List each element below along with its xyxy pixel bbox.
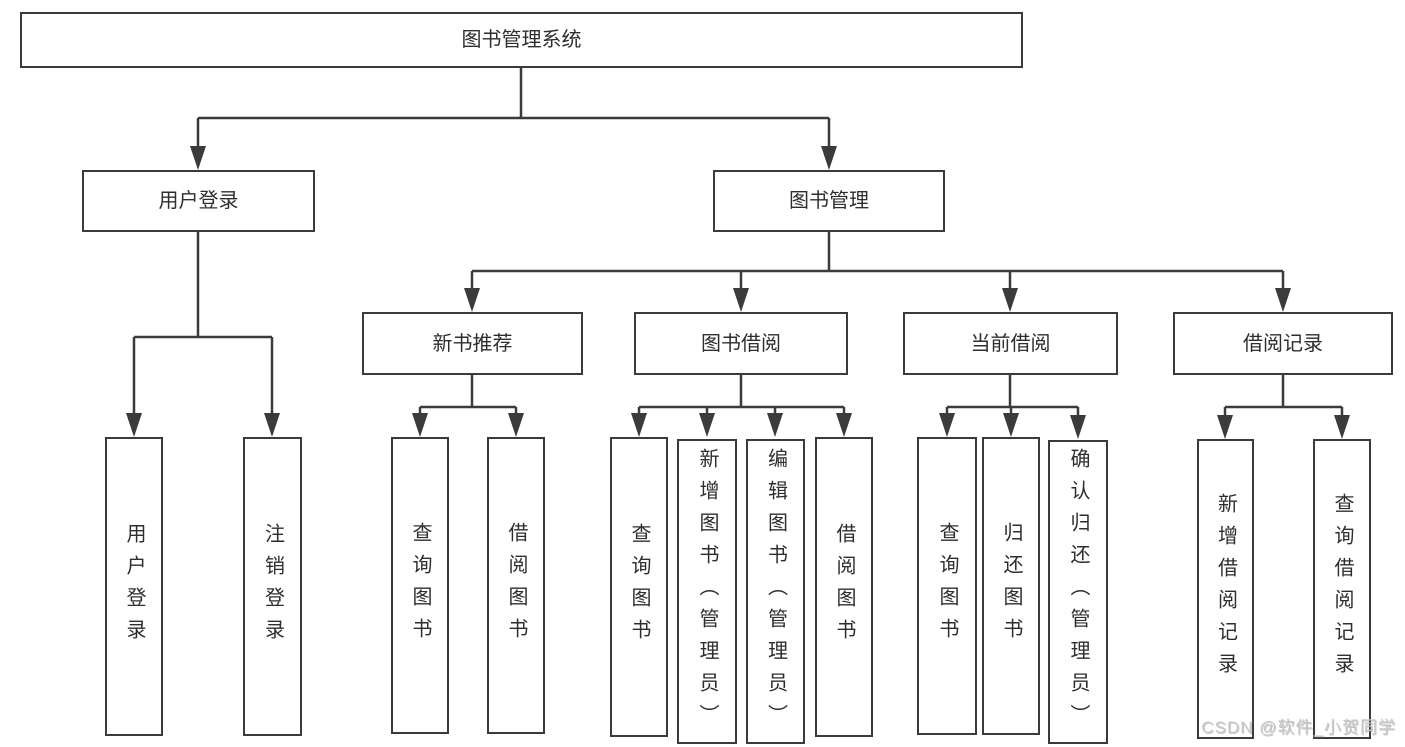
arrowhead-icon [1002, 288, 1018, 312]
leaf-label: 新增借阅记录 [1214, 493, 1237, 685]
arrowhead-icon [1275, 288, 1291, 312]
leaf-label: 新增图书（管理员） [696, 447, 718, 736]
node-book-management: 图书管理 [713, 170, 945, 232]
leaf-query-books-borrow: 查询图书 [610, 437, 668, 737]
connector-line [1223, 375, 1344, 417]
leaf-add-books-admin: 新增图书（管理员） [677, 439, 737, 744]
arrowhead-icon [508, 413, 524, 437]
node-book-borrow: 图书借阅 [634, 312, 848, 375]
arrowhead-icon [126, 413, 142, 437]
arrowhead-icon [1217, 415, 1233, 439]
leaf-label: 编辑图书（管理员） [764, 447, 787, 736]
connector-user-login-to-leaves [126, 232, 280, 437]
arrowhead-icon [190, 146, 206, 170]
arrowhead-icon [1070, 415, 1086, 439]
leaf-confirm-return-admin: 确认归还（管理员） [1048, 440, 1108, 744]
arrowhead-icon [264, 413, 280, 437]
arrowhead-icon [464, 288, 480, 312]
leaf-return-books: 归还图书 [982, 437, 1040, 735]
leaf-label: 确认归还（管理员） [1067, 448, 1089, 736]
leaf-add-borrow-record: 新增借阅记录 [1197, 439, 1254, 739]
connector-line [637, 375, 846, 417]
leaf-label: 查询图书 [628, 523, 650, 651]
arrowhead-icon [412, 413, 428, 437]
node-current-borrow: 当前借阅 [903, 312, 1118, 375]
arrowhead-icon [733, 288, 749, 312]
connector-book-borrow-to-leaves [631, 375, 852, 437]
leaf-label: 借阅图书 [505, 521, 527, 650]
leaf-query-books-recommend: 查询图书 [391, 437, 449, 734]
arrowhead-icon [631, 413, 647, 437]
connector-line [132, 232, 274, 417]
node-user-login: 用户登录 [82, 170, 315, 232]
arrowhead-icon [821, 146, 837, 170]
connector-current-borrow-to-leaves [939, 375, 1086, 439]
connector-line [196, 68, 831, 150]
leaf-borrow-books: 借阅图书 [815, 437, 873, 737]
node-root-system: 图书管理系统 [20, 12, 1023, 68]
leaf-query-books-current: 查询图书 [917, 437, 977, 735]
leaf-edit-books-admin: 编辑图书（管理员） [746, 439, 805, 744]
arrowhead-icon [699, 413, 715, 437]
connector-root-to-level2 [190, 68, 837, 170]
leaf-label: 用户登录 [123, 522, 145, 651]
arrowhead-icon [1334, 415, 1350, 439]
leaf-label: 查询图书 [936, 522, 958, 650]
arrowhead-icon [767, 413, 783, 437]
connector-line [418, 375, 518, 417]
leaf-borrow-books-recommend: 借阅图书 [487, 437, 545, 734]
connector-line [945, 375, 1080, 417]
leaf-label: 查询图书 [409, 521, 431, 650]
arrowhead-icon [939, 413, 955, 437]
leaf-user-login: 用户登录 [105, 437, 163, 736]
leaf-label: 归还图书 [1000, 522, 1022, 650]
connector-line [470, 232, 1285, 292]
arrowhead-icon [836, 413, 852, 437]
leaf-query-borrow-record: 查询借阅记录 [1313, 439, 1371, 739]
connector-new-book-to-leaves [412, 375, 524, 437]
connector-records-to-leaves [1217, 375, 1350, 439]
node-borrow-records: 借阅记录 [1173, 312, 1393, 375]
leaf-logout: 注销登录 [243, 437, 302, 736]
connector-book-mgmt-to-groups [464, 232, 1291, 312]
node-new-book-recommend: 新书推荐 [362, 312, 583, 375]
leaf-label: 查询借阅记录 [1331, 493, 1353, 685]
leaf-label: 注销登录 [261, 522, 284, 651]
leaf-label: 借阅图书 [833, 523, 855, 651]
arrowhead-icon [1003, 413, 1019, 437]
